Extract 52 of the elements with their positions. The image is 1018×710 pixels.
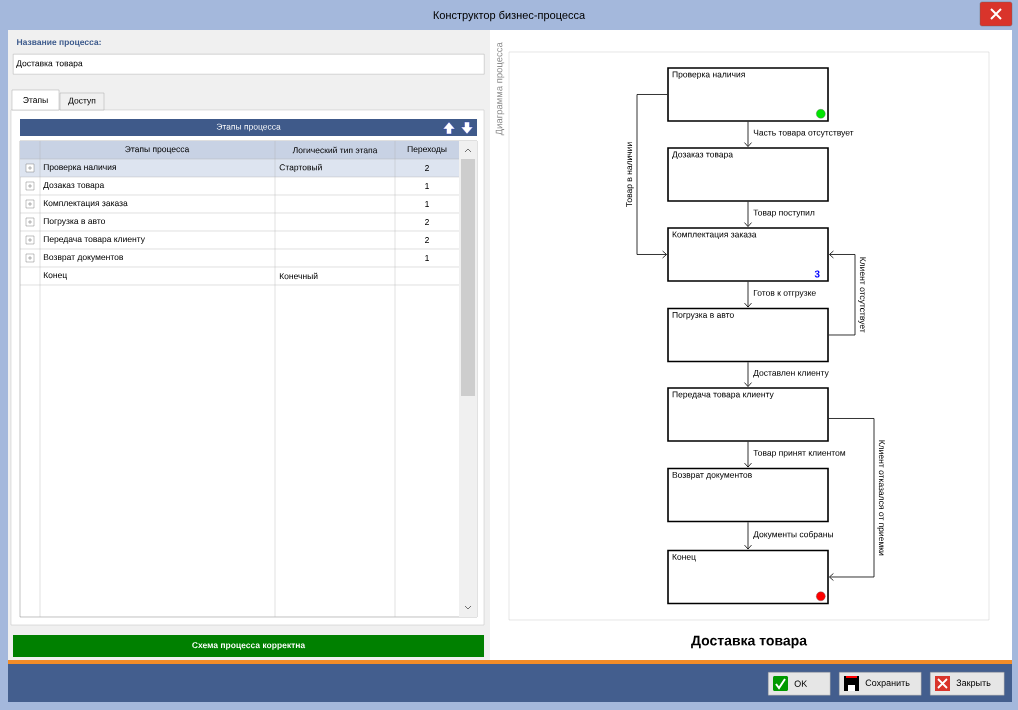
window-title: Конструктор бизнес-процесса [433,10,586,22]
stage-type: Конечный [279,272,318,280]
transition-count: 1 [425,255,429,261]
process-box: Конец [667,549,829,605]
edge-label: Товар в наличии [625,140,635,209]
column-header: Этапы процесса [125,146,190,154]
process-box: Комплектация заказа 3 [667,227,829,282]
transition-count: 2 [425,165,429,171]
process-box: Погрузка в авто [667,307,829,363]
stage-type: Стартовый [279,163,322,173]
stage-name: Передача товара клиенту [43,236,145,244]
transition-count: 2 [425,237,429,243]
arrow [828,250,856,336]
column-header: Логический тип этапа [292,146,378,154]
arrow [636,94,668,259]
arrow [744,361,752,387]
edge-label: Клиент отказался от приемки [876,438,886,557]
arrow [828,418,875,581]
edge-label: Доставлен клиенту [752,368,830,379]
process-box: Передача товара клиенту [667,387,829,442]
arrow [744,121,752,147]
process-box: Проверка наличия [667,67,829,122]
panel-heading: Диаграмма процесса [495,42,505,136]
edge-label: Товар принят клиентом [752,448,847,459]
transition-count: 1 [425,201,429,207]
arrow [744,521,752,550]
tab: Доступ [59,92,105,111]
edge-label: Часть товара отсутствует [752,128,855,139]
edge-label: Документы собраны [752,530,835,540]
edge-label: Клиент отсутствует [857,255,867,334]
process-box: Дозаказ товара [667,147,829,202]
column-header: Переходы [407,146,447,154]
stage-name: Конец [43,272,67,280]
arrow [744,441,752,468]
grid-header-bar: Этапы процесса [20,119,477,136]
transition-count: 2 [425,219,429,225]
caption: Доставка товара [691,635,808,649]
stage-name: Дозаказ товара [43,182,105,190]
stage-name: Погрузка в авто [43,218,105,226]
stage-name: Возврат документов [43,254,123,262]
text-field: Доставка товара [13,54,485,75]
edge-label: Товар поступил [752,208,816,219]
arrow [744,281,752,308]
edge-label: Готов к отгрузке [752,288,818,299]
form-label: Название процесса: [17,39,101,47]
arrow [744,201,752,227]
status-bar: Схема процесса корректна [13,635,484,657]
process-box: Возврат документов [667,467,829,523]
tab: Этапы [11,89,60,111]
transition-count: 1 [425,183,429,189]
stage-name: Комплектация заказа [43,200,128,208]
stage-name: Проверка наличия [43,164,116,172]
